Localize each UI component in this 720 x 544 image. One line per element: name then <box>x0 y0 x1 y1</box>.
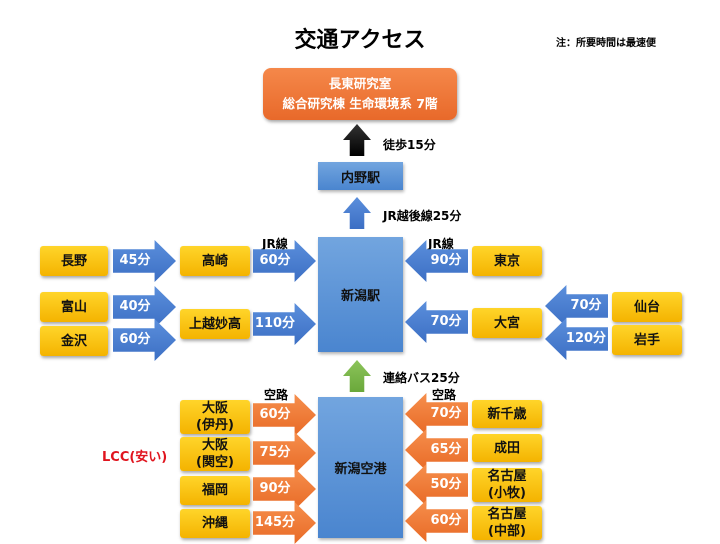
origin-kanazawa: 金沢 <box>40 326 108 356</box>
origin-name: 大阪 <box>201 401 228 416</box>
origin-name: 名古屋 <box>487 507 527 522</box>
travel-time: 90分 <box>259 481 291 496</box>
route-arrow: 145分 <box>253 502 316 544</box>
origin-sub: (中部) <box>488 524 526 539</box>
origin-sub: (伊丹) <box>196 418 234 433</box>
travel-time: 60分 <box>430 513 462 528</box>
niigata-station-box: 新潟駅 <box>318 237 403 352</box>
route-arrow: 40分 <box>113 286 176 328</box>
origin-sub: (関空) <box>196 455 234 470</box>
destination-box: 長東研究室 総合研究棟 生命環境系 7階 <box>263 68 457 120</box>
origin-name: 大阪 <box>201 438 228 453</box>
route-arrow: 45分 <box>113 240 176 282</box>
travel-time: 90分 <box>430 253 462 268</box>
lcc-label: LCC(安い) <box>102 450 168 465</box>
jr-label-left: JR線 <box>262 237 288 251</box>
route-arrow: 120分 <box>545 318 608 360</box>
route-arrow: 90分 <box>253 468 316 510</box>
jr-echigo-label: JR越後線25分 <box>383 209 462 223</box>
route-arrow: 90分 <box>405 240 468 282</box>
origin-nagoya-komaki: 名古屋 (小牧) <box>472 468 542 502</box>
destination-line1: 長東研究室 <box>328 76 392 91</box>
jr-label-right: JR線 <box>428 237 454 251</box>
travel-time: 70分 <box>430 314 462 329</box>
travel-time: 60分 <box>259 407 291 422</box>
bus-arrow-icon <box>343 360 371 392</box>
origin-nagano: 長野 <box>40 246 108 276</box>
note: 注：所要時間は最速便 <box>556 38 656 49</box>
origin-tokyo: 東京 <box>472 246 542 276</box>
origin-sub: (小牧) <box>488 486 526 501</box>
travel-time: 145分 <box>254 515 296 530</box>
walk-arrow-icon <box>343 124 371 156</box>
air-label-left: 空路 <box>264 388 289 402</box>
origin-shin-chitose: 新千歳 <box>472 400 542 428</box>
route-arrow: 60分 <box>113 319 176 361</box>
origin-iwate: 岩手 <box>612 325 682 355</box>
route-arrow: 60分 <box>253 394 316 436</box>
travel-time: 60分 <box>119 332 151 347</box>
travel-time: 40分 <box>119 299 151 314</box>
route-arrow: 70分 <box>405 393 468 435</box>
travel-time: 75分 <box>259 445 291 460</box>
route-arrow: 50分 <box>405 464 468 506</box>
travel-time: 45分 <box>119 253 151 268</box>
origin-osaka-kansai: 大阪 (関空) <box>180 437 250 471</box>
travel-time: 60分 <box>259 253 291 268</box>
route-arrow: 70分 <box>405 301 468 343</box>
page-title: 交通アクセス <box>294 28 426 53</box>
niigata-airport-box: 新潟空港 <box>318 397 403 538</box>
origin-sendai: 仙台 <box>612 292 682 322</box>
air-label-right: 空路 <box>432 388 457 402</box>
origin-fukuoka: 福岡 <box>180 476 250 505</box>
route-arrow: 70分 <box>545 285 608 327</box>
route-arrow: 65分 <box>405 429 468 471</box>
walk-label: 徒歩15分 <box>383 138 436 152</box>
uchino-station-box: 内野駅 <box>318 162 403 190</box>
route-arrow: 110分 <box>253 303 316 345</box>
travel-time: 50分 <box>430 477 462 492</box>
travel-time: 70分 <box>570 298 602 313</box>
origin-okinawa: 沖縄 <box>180 509 250 538</box>
origin-toyama: 富山 <box>40 292 108 322</box>
travel-time: 110分 <box>254 316 296 331</box>
origin-joetsumyoko: 上越妙高 <box>180 309 250 339</box>
destination-line2: 総合研究棟 生命環境系 7階 <box>282 96 438 111</box>
travel-time: 65分 <box>430 442 462 457</box>
route-arrow: 60分 <box>253 240 316 282</box>
jr-echigo-arrow-icon <box>343 197 371 229</box>
travel-time: 70分 <box>430 406 462 421</box>
route-arrow: 75分 <box>253 432 316 474</box>
origin-name: 名古屋 <box>487 469 527 484</box>
origin-narita: 成田 <box>472 434 542 462</box>
bus-label: 連絡バス25分 <box>383 371 460 385</box>
travel-time: 120分 <box>565 331 607 346</box>
origin-omiya: 大宮 <box>472 308 542 338</box>
route-arrow: 60分 <box>405 500 468 542</box>
origin-takasaki: 高崎 <box>180 246 250 276</box>
origin-osaka-itami: 大阪 (伊丹) <box>180 400 250 434</box>
origin-nagoya-chubu: 名古屋 (中部) <box>472 506 542 540</box>
